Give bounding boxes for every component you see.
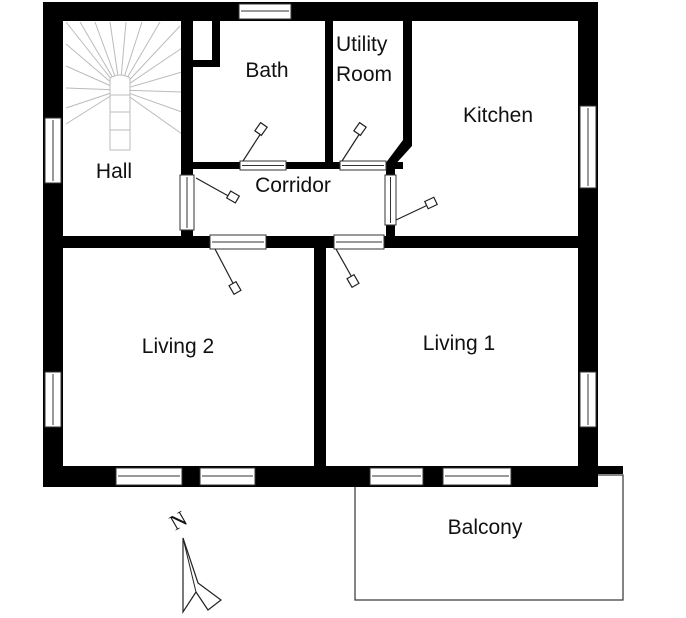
room-label-utility-line1: Utility bbox=[336, 33, 388, 56]
room-label-living1: Living 1 bbox=[423, 332, 495, 355]
wall-utility-kitchen bbox=[403, 18, 412, 143]
room-label-balcony: Balcony bbox=[448, 516, 523, 539]
door-openings bbox=[179, 160, 397, 250]
wall-bath-notch-v bbox=[212, 18, 220, 66]
wall-top bbox=[43, 2, 598, 21]
wall-bath-notch-h bbox=[193, 60, 220, 67]
room-label-utility-line2: Room bbox=[336, 63, 392, 86]
windows bbox=[44, 3, 597, 486]
walls bbox=[43, 2, 623, 487]
staircase bbox=[65, 21, 183, 151]
wall-utility-diagonal bbox=[382, 140, 412, 168]
wall-bottom-ext bbox=[598, 466, 623, 474]
north-arrow-icon: N bbox=[165, 506, 222, 615]
north-label: N bbox=[165, 506, 191, 536]
wall-corridor-top bbox=[193, 162, 403, 169]
room-label-bath: Bath bbox=[245, 59, 288, 82]
room-label-corridor: Corridor bbox=[255, 174, 331, 197]
room-label-kitchen: Kitchen bbox=[463, 104, 533, 127]
room-label-hall: Hall bbox=[96, 160, 132, 183]
wall-bath-utility bbox=[325, 18, 333, 168]
door-handles bbox=[195, 121, 439, 296]
wall-living-divider bbox=[314, 236, 326, 476]
room-label-living2: Living 2 bbox=[142, 335, 214, 358]
